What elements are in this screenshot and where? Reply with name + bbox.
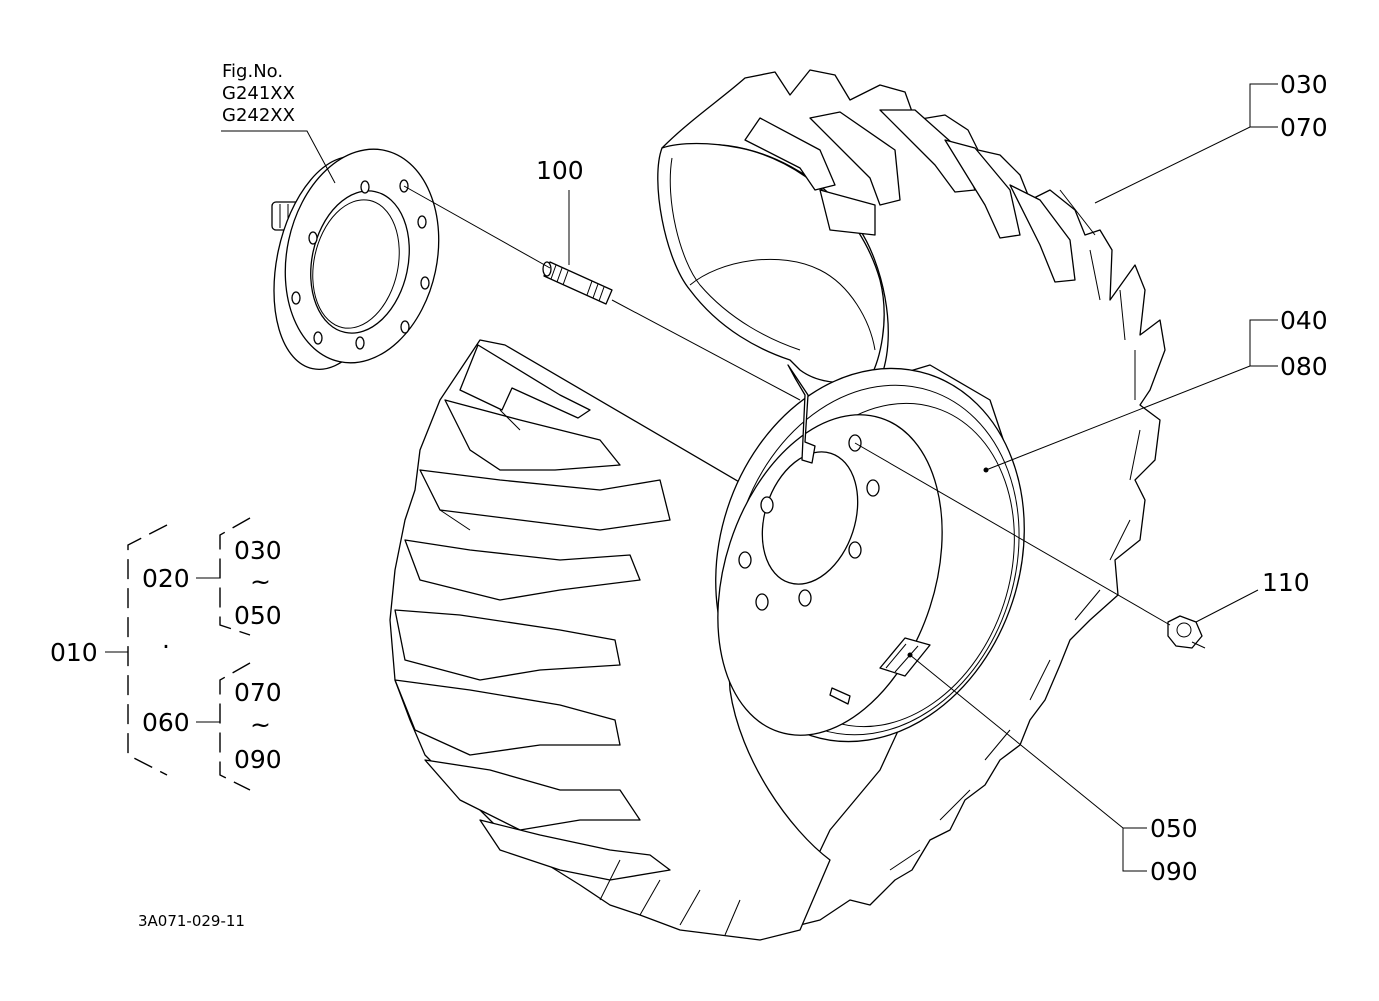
tire-back-drawing bbox=[657, 69, 1166, 936]
hierarchy-060: 060 bbox=[142, 708, 190, 737]
callout-080: 080 bbox=[1280, 352, 1328, 381]
nut-drawing bbox=[1167, 615, 1203, 649]
stud-bolt-drawing bbox=[542, 261, 613, 305]
hierarchy-010: 010 bbox=[50, 638, 98, 667]
callout-030-top: 030 bbox=[1280, 70, 1328, 99]
callout-100: 100 bbox=[536, 156, 584, 185]
leader-lines bbox=[221, 83, 1278, 872]
hierarchy-separator: · bbox=[162, 632, 170, 661]
hierarchy-030: 030 bbox=[234, 536, 282, 565]
hierarchy-tilde-b: ~ bbox=[250, 710, 271, 739]
hierarchy-020: 020 bbox=[142, 564, 190, 593]
hierarchy-070: 070 bbox=[234, 678, 282, 707]
callout-090-bottom: 090 bbox=[1150, 857, 1198, 886]
hierarchy-brackets bbox=[105, 517, 251, 791]
callout-070-top: 070 bbox=[1280, 113, 1328, 142]
hierarchy-090: 090 bbox=[234, 745, 282, 774]
callout-040: 040 bbox=[1280, 306, 1328, 335]
callout-110: 110 bbox=[1262, 568, 1310, 597]
fig-no-label: Fig.No. bbox=[222, 61, 283, 82]
tire-front-drawing bbox=[389, 339, 831, 941]
rim-drawing bbox=[715, 364, 1025, 743]
hub-flange-drawing bbox=[271, 148, 440, 370]
hierarchy-tilde-a: ~ bbox=[250, 567, 271, 596]
drawing-number: 3A071-029-11 bbox=[138, 912, 245, 930]
fig-code-2: G242XX bbox=[222, 105, 295, 126]
callout-050-bottom: 050 bbox=[1150, 814, 1198, 843]
fig-code-1: G241XX bbox=[222, 83, 295, 104]
hierarchy-050: 050 bbox=[234, 601, 282, 630]
